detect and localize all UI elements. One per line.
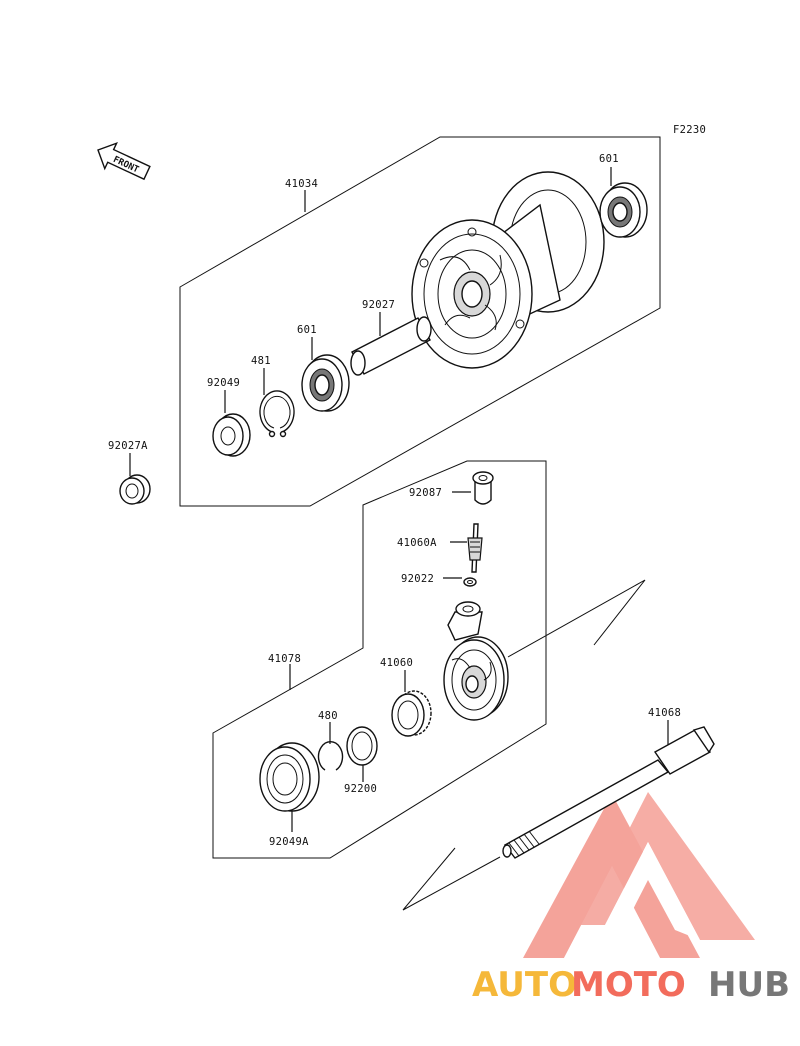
bushing-92087 [472,471,494,505]
axle-centerline [507,579,646,658]
label-92049: 92049 [207,377,240,389]
label-41068: 41068 [648,707,681,719]
spacer-92027 [350,316,432,376]
pinion-41060A [467,523,483,573]
label-92087: 92087 [409,487,442,499]
bearing-601-mid [301,354,350,412]
watermark-logo [523,792,755,958]
gear-assembly-frame [212,460,547,859]
washer-92200 [346,726,378,766]
label-41060: 41060 [380,657,413,669]
label-601-mid: 601 [297,324,317,336]
gear-housing [443,601,509,721]
svg-text:MOTO: MOTO [571,965,686,1005]
label-92049A: 92049A [269,836,309,848]
seal-92049 [212,413,251,457]
seal-92049A [259,742,320,812]
washer-92022 [463,577,477,587]
label-481: 481 [251,355,271,367]
front-arrow-icon: FRONT [97,141,151,181]
gear-41060 [391,690,432,737]
svg-text:HUB: HUB [708,965,790,1005]
label-41034: 41034 [285,178,318,190]
circlip-480 [317,741,344,771]
label-480: 480 [318,710,338,722]
hub-assembly-frame [179,136,661,507]
axle-41068 [502,726,715,859]
bearing-601-top [599,182,648,238]
label-601-top: 601 [599,153,619,165]
label-41060A: 41060A [397,537,437,549]
label-92027A: 92027A [108,440,148,452]
collar-92027A [119,474,151,505]
wheel-hub [411,171,605,369]
figure-code: F2230 [673,124,706,136]
axle-centerline-lower [402,847,501,911]
circlip-481 [259,390,295,438]
watermark-text: AUTO MOTO HUB [472,965,790,1005]
label-92022: 92022 [401,573,434,585]
svg-text:AUTO: AUTO [472,965,577,1005]
label-41078: 41078 [268,653,301,665]
label-92027: 92027 [362,299,395,311]
label-92200: 92200 [344,783,377,795]
